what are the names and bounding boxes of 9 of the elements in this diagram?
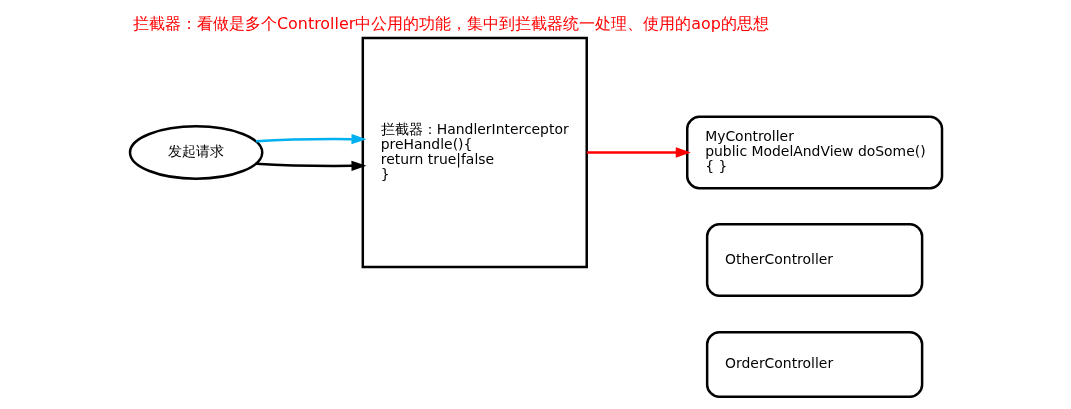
node-box: 拦截器：HandlerInterceptor preHandle(){ return true|false }	[361, 36, 588, 269]
node-box: OtherController	[705, 222, 923, 298]
arrow	[255, 160, 366, 172]
arrow	[586, 147, 691, 158]
node-ellipse: 发起请求	[128, 125, 263, 180]
node-box: OrderController	[705, 330, 923, 399]
node-box: MyController public ModelAndView doSome() { }	[685, 115, 943, 190]
diagram-title: 拦截器：看做是多个Controller中公用的功能，集中到拦截器统一处理、使用的aop的思想	[132, 13, 769, 33]
arrow	[255, 133, 366, 145]
